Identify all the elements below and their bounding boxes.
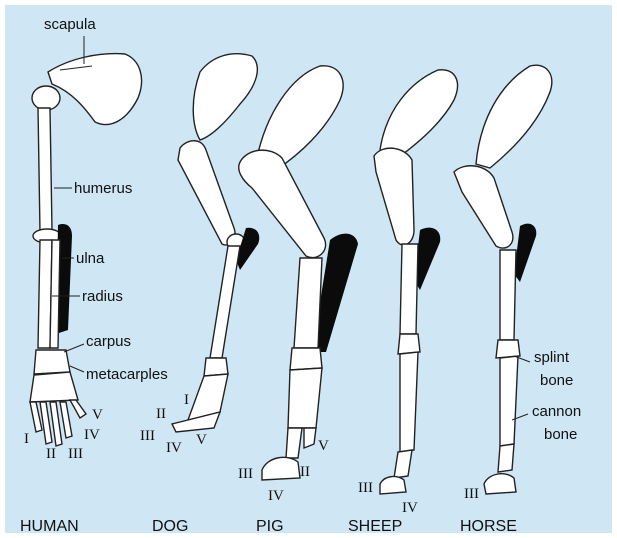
human-numeral: III (68, 446, 83, 462)
horse-radius (500, 250, 516, 340)
dog-carpus (204, 358, 228, 376)
sheep-hoof (380, 477, 406, 494)
pig-numeral: V (318, 438, 329, 454)
human-numeral: II (46, 446, 56, 462)
pig-digit-side (304, 428, 316, 448)
dog-metacarpals (188, 374, 228, 420)
human-digit-v (70, 400, 86, 418)
human-metacarpals (30, 372, 78, 402)
species-human: HUMAN (20, 518, 79, 535)
sheep-digit (394, 450, 412, 478)
label-radius: radius (82, 288, 123, 305)
dog-numeral: II (156, 406, 166, 422)
pig-hoof (262, 457, 300, 480)
sheep-humerus (374, 148, 414, 245)
species-dog: DOG (152, 518, 188, 535)
sheep-numeral: IV (402, 500, 418, 516)
horse-scapula (476, 65, 552, 168)
label-splint-bone: bone (540, 372, 573, 389)
human-ulna (50, 240, 60, 348)
species-sheep: SHEEP (348, 518, 402, 535)
human-humerus (38, 108, 52, 232)
sheep-limb (374, 70, 457, 494)
label-splint: splint (534, 349, 570, 366)
label-cannon-bone: bone (544, 426, 577, 443)
sheep-radius (400, 244, 418, 334)
label-metacarples: metacarples (86, 366, 168, 383)
human-carpus (34, 350, 70, 374)
pig-numeral: III (238, 466, 253, 482)
label-ulna: ulna (76, 250, 105, 267)
dog-numeral: V (196, 432, 207, 448)
pig-digit-main (286, 428, 302, 458)
dog-limb (172, 54, 259, 432)
horse-numeral: III (464, 486, 479, 502)
pig-numeral: IV (268, 488, 284, 504)
pig-metacarpals (288, 368, 322, 428)
horse-humerus (454, 166, 513, 248)
pig-numeral: II (300, 464, 310, 480)
pig-radius (294, 258, 322, 348)
human-digit-iv (60, 402, 72, 438)
horse-pastern (498, 444, 514, 472)
species-horse: HORSE (460, 518, 517, 535)
dog-numeral: IV (166, 440, 182, 456)
sheep-cannon (400, 352, 418, 452)
label-scapula: scapula (44, 16, 96, 33)
species-pig: PIG (256, 518, 284, 535)
dog-humerus (178, 141, 235, 245)
human-numeral: IV (84, 427, 100, 443)
dog-radius (210, 246, 240, 358)
horse-hoof (484, 474, 516, 494)
label-cannon: cannon (532, 403, 581, 420)
sheep-carpus (398, 334, 420, 354)
horse-cannon (500, 356, 518, 446)
dog-numeral: III (140, 428, 155, 444)
human-humerus-head (32, 86, 60, 110)
horse-carpus (496, 340, 520, 358)
horse-limb (454, 65, 552, 494)
pig-limb (239, 66, 358, 480)
horse-ulna-shadow (514, 224, 536, 282)
human-numeral: V (92, 407, 103, 423)
label-humerus: humerus (74, 180, 132, 197)
dog-numeral: I (184, 392, 189, 408)
species-labels: HUMAN DOG PIG SHEEP HORSE (20, 518, 517, 535)
human-numeral: I (24, 431, 29, 447)
pig-carpus (290, 348, 322, 370)
human-scapula (48, 54, 142, 125)
label-carpus: carpus (86, 333, 131, 350)
dog-scapula (193, 54, 257, 140)
sheep-numeral: III (358, 480, 373, 496)
